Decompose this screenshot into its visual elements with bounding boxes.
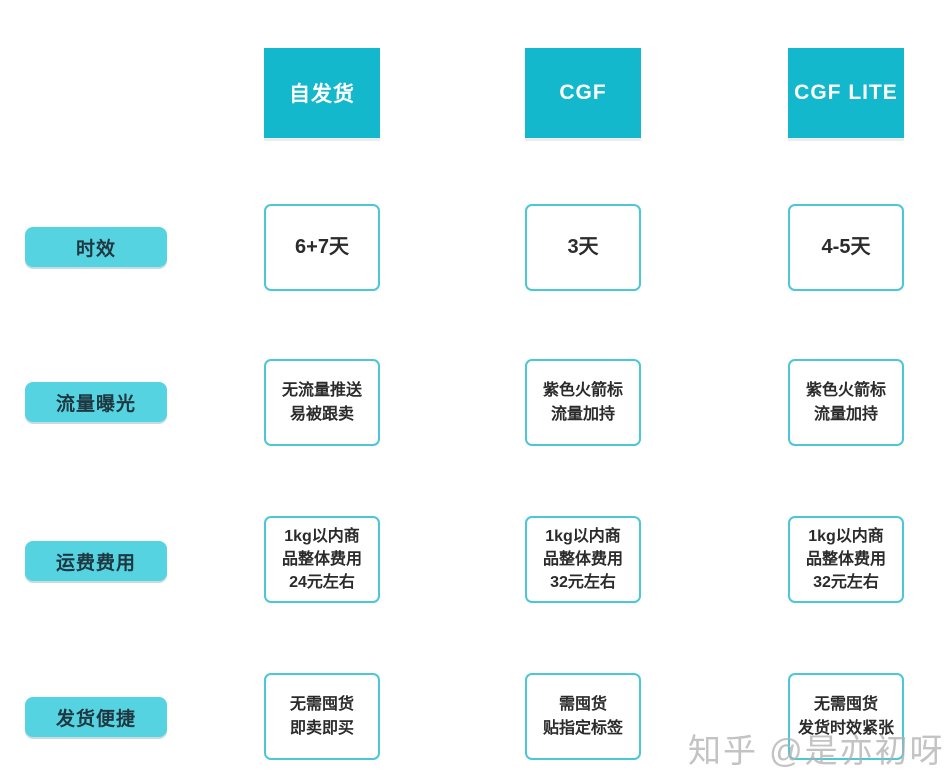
cell-timeliness-cgf: 3天: [525, 204, 641, 291]
cell-cost-cgf: 1kg以内商 品整体费用 32元左右: [525, 516, 641, 603]
cell-traffic-self-ship: 无流量推送 易被跟卖: [264, 359, 380, 446]
cell-traffic-cgf: 紫色火箭标 流量加持: [525, 359, 641, 446]
cell-convenience-cgf-lite: 无需囤货 发货时效紧张: [788, 673, 904, 760]
row-label-timeliness: 时效: [25, 227, 167, 267]
column-header-cgf-lite: CGF LITE: [788, 48, 904, 138]
cell-convenience-self-ship: 无需囤货 即卖即买: [264, 673, 380, 760]
row-label-shipping-cost: 运费费用: [25, 541, 167, 581]
cell-convenience-cgf: 需囤货 贴指定标签: [525, 673, 641, 760]
column-header-self-ship: 自发货: [264, 48, 380, 138]
cell-cost-cgf-lite: 1kg以内商 品整体费用 32元左右: [788, 516, 904, 603]
row-label-shipping-convenience: 发货便捷: [25, 697, 167, 737]
cell-timeliness-self-ship: 6+7天: [264, 204, 380, 291]
row-label-traffic-exposure: 流量曝光: [25, 382, 167, 422]
cell-cost-self-ship: 1kg以内商 品整体费用 24元左右: [264, 516, 380, 603]
cell-traffic-cgf-lite: 紫色火箭标 流量加持: [788, 359, 904, 446]
cell-timeliness-cgf-lite: 4-5天: [788, 204, 904, 291]
column-header-cgf: CGF: [525, 48, 641, 138]
